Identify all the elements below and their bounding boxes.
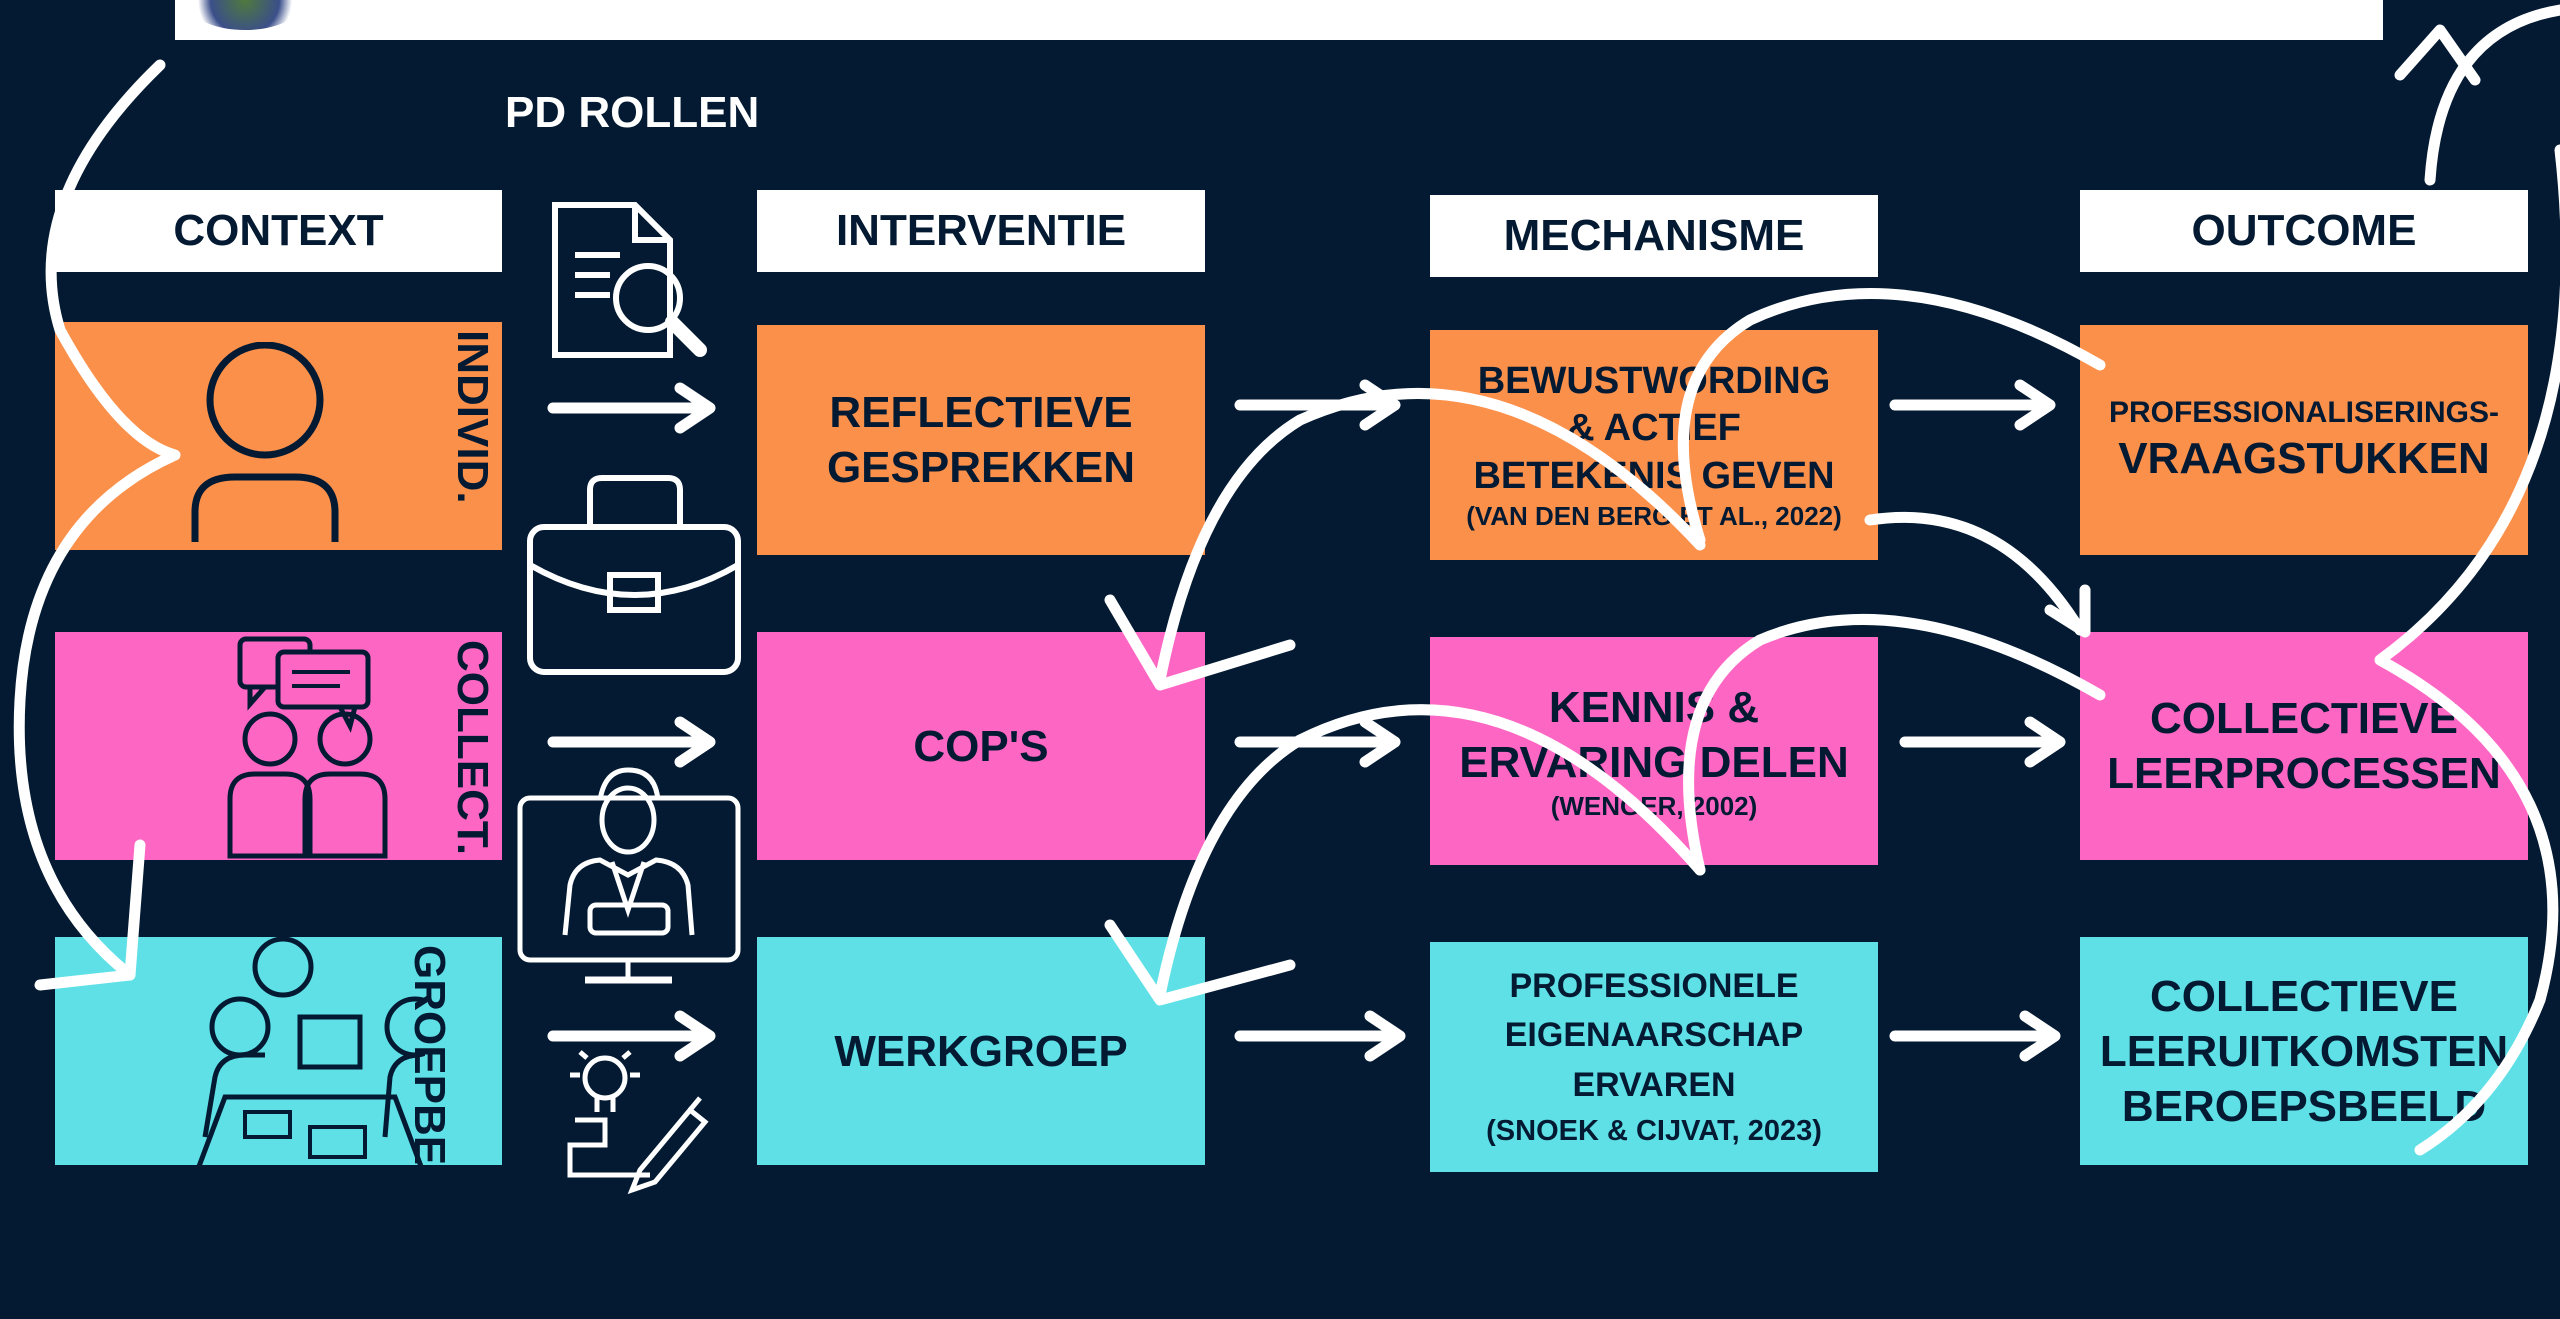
arrow-context-to-cops: [547, 716, 716, 768]
mechanism-knowledge-line2: ERVARING DELEN: [1459, 737, 1849, 787]
header-intervention: INTERVENTIE: [757, 190, 1205, 272]
context-individual-label: INDIVID.: [448, 330, 497, 504]
mechanism-knowledge-line1: KENNIS &: [1548, 682, 1760, 732]
mechanism-ownership-line2: EIGENAARSCHAP: [1504, 1016, 1804, 1055]
arrow-workgroup-to-ownership: [1234, 1010, 1406, 1062]
header-context: CONTEXT: [55, 190, 502, 272]
context-collective-label: COLLECT.: [448, 640, 497, 856]
mechanism-ownership-line1: PROFESSIONELE: [1509, 967, 1799, 1006]
mechanism-awareness-line2: & ACTIEF: [1567, 407, 1741, 449]
person-icon: [191, 342, 339, 542]
outcome-questions-line2: VRAAGSTUKKEN: [2118, 434, 2490, 484]
context-professional-group-line1: BEROEPS: [405, 1103, 454, 1319]
header-outcome: OUTCOME: [2080, 190, 2528, 272]
outcome-collective-line2: LEERPROCESSEN: [2107, 749, 2501, 798]
header-mechanism: MECHANISME: [1430, 195, 1878, 277]
pd-roles-title: PD ROLLEN: [505, 88, 760, 137]
context-collective: [55, 632, 502, 860]
intervention-reflective-conversations: REFLECTIEVE GESPREKKEN: [757, 325, 1205, 555]
mechanism-knowledge-citation: (WENGER, 2002): [1550, 790, 1758, 821]
outcome-results-line3: BEROEPSBEELD: [2121, 1081, 2487, 1131]
outcome-collective-learning-processes: COLLECTIEVE LEERPROCESSEN: [2080, 632, 2528, 860]
mechanism-ownership-citation: (SNOEK & CIJVAT, 2023): [1486, 1114, 1822, 1147]
presenter-screen-icon: [517, 767, 741, 984]
conversation-icon: [227, 636, 388, 859]
arrow-context-to-workgroup: [547, 1010, 716, 1062]
mechanism-awareness-line1: BEWUSTWORDING: [1477, 359, 1831, 402]
document-search-icon: [552, 202, 707, 358]
outcome-collective-line1: COLLECTIEVE: [2149, 694, 2459, 743]
arrow-ownership-to-results: [1889, 1010, 2061, 1062]
briefcase-icon: [527, 475, 741, 675]
meeting-table-icon: [188, 937, 425, 1196]
idea-pencil-icon: [567, 1050, 709, 1195]
context-professional-group-label: BEROEPS GROEP: [405, 945, 454, 1319]
arrow-context-to-reflective: [547, 382, 716, 434]
mechanism-awareness: BEWUSTWORDING & ACTIEF BETEKENIS GEVEN (…: [1430, 330, 1878, 560]
mechanism-awareness-citation: (VAN DEN BERG ET AL., 2022): [1466, 501, 1842, 531]
intervention-reflective-line1: REFLECTIEVE: [829, 388, 1133, 437]
mechanism-ownership: PROFESSIONELE EIGENAARSCHAP ERVAREN (SNO…: [1430, 942, 1878, 1172]
intervention-workgroup: WERKGROEP: [757, 937, 1205, 1165]
outcome-results-line2: LEERUITKOMSTEN: [2099, 1026, 2509, 1076]
outcome-questions-line1: PROFESSIONALISERINGS-: [2108, 395, 2500, 429]
outcome-collective-learning-results: COLLECTIEVE LEERUITKOMSTEN BEROEPSBEELD: [2080, 937, 2528, 1165]
intervention-reflective-line2: GESPREKKEN: [826, 443, 1136, 492]
top-banner: [175, 0, 2383, 40]
outcome-professionalization-questions: PROFESSIONALISERINGS- VRAAGSTUKKEN: [2080, 325, 2528, 555]
intervention-cops: COP'S: [757, 632, 1205, 860]
context-individual: [55, 322, 502, 550]
intervention-workgroup-label: WERKGROEP: [834, 1026, 1128, 1076]
mechanism-awareness-line3: BETEKENIS GEVEN: [1473, 454, 1835, 497]
arrow-cops-to-knowledge: [1234, 716, 1401, 768]
arrow-reflective-to-awareness: [1234, 379, 1401, 431]
mechanism-knowledge-sharing: KENNIS & ERVARING DELEN (WENGER, 2002): [1430, 637, 1878, 865]
arrow-awareness-to-questions: [1889, 379, 2056, 431]
mechanism-ownership-line3: ERVAREN: [1572, 1065, 1736, 1104]
curve-awareness-to-collective: [1864, 511, 2086, 636]
arrow-knowledge-to-collective: [1899, 716, 2066, 768]
context-professional-group-line2: GROEP: [405, 945, 454, 1104]
outcome-results-line1: COLLECTIEVE: [2149, 971, 2459, 1021]
intervention-cops-label: COP'S: [913, 721, 1049, 771]
